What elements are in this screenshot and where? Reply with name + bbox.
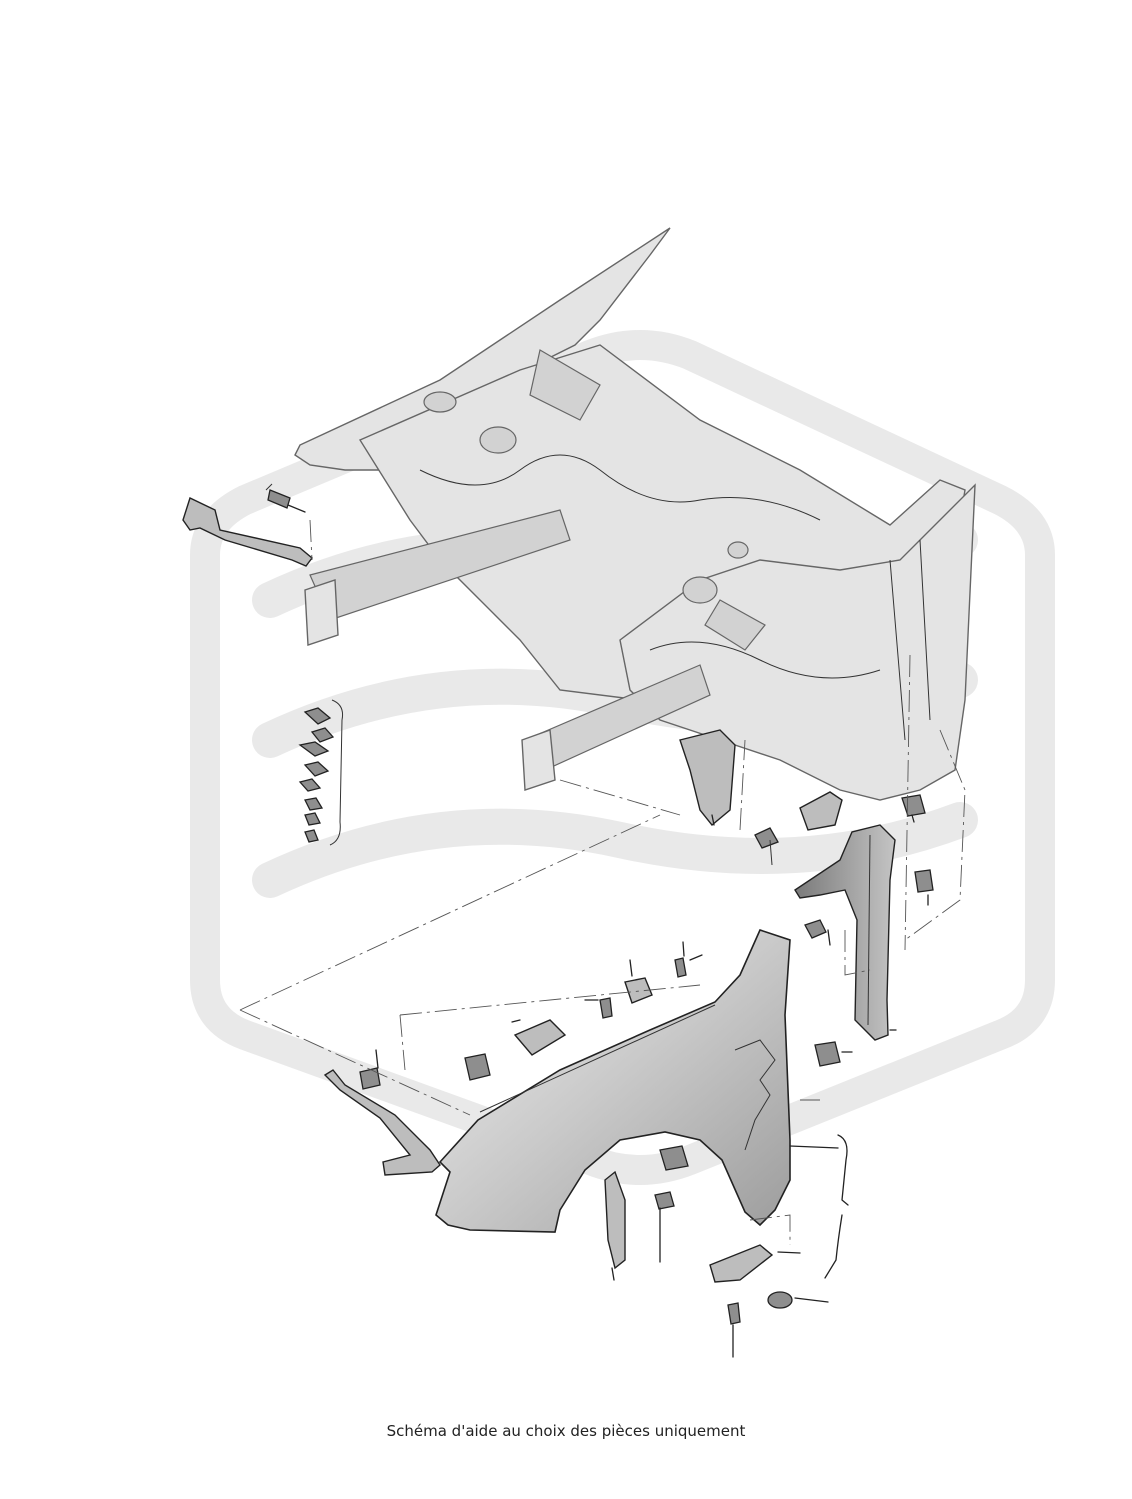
front-bracket-upper <box>182 483 313 567</box>
front-fender <box>435 929 841 1233</box>
leader-lines <box>511 814 929 1358</box>
body-shell <box>294 227 976 801</box>
fender-support-bracket <box>323 1049 441 1176</box>
assembly-lines <box>239 519 966 1245</box>
fastener-group-left <box>298 699 343 846</box>
lower-trim-parts <box>604 1170 793 1325</box>
diagram-caption: Schéma d'aide au choix des pièces unique… <box>386 1422 746 1440</box>
wheelhouse-panel <box>794 824 896 1041</box>
